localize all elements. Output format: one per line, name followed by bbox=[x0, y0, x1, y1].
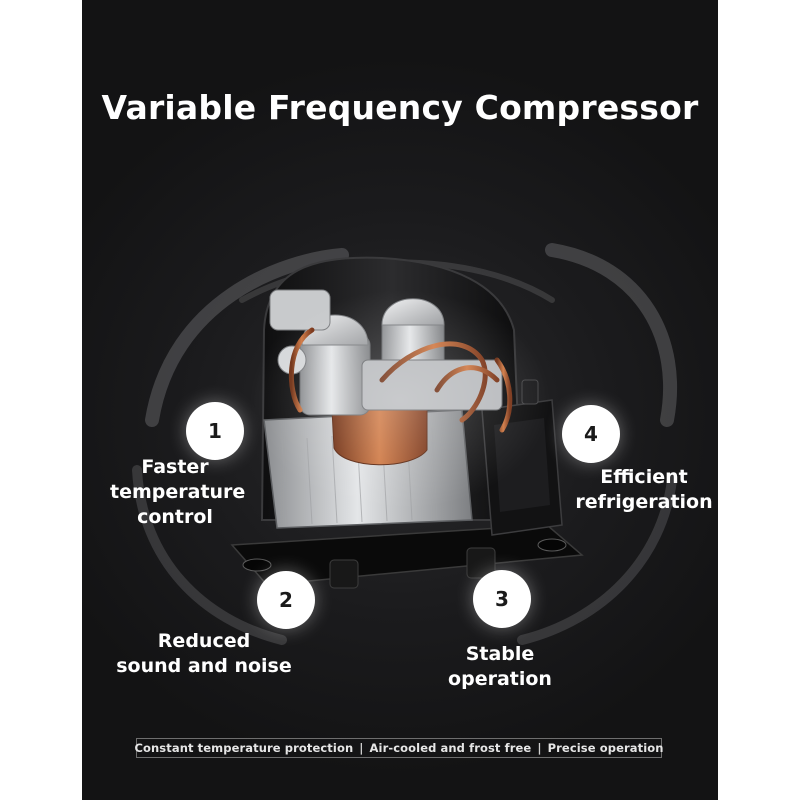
feature-label-3: Stable operation bbox=[448, 643, 552, 690]
bottom-item-1: Constant temperature protection bbox=[134, 741, 354, 755]
feature-badge-4: 4 bbox=[562, 405, 620, 463]
center-glow bbox=[250, 290, 550, 510]
page-title: Variable Frequency Compressor bbox=[101, 88, 699, 127]
compressor-illustration bbox=[132, 243, 678, 645]
feature-badge-3: 3 bbox=[473, 570, 531, 628]
mounting-base bbox=[230, 524, 584, 589]
feature-badge-2: 2 bbox=[257, 571, 315, 629]
swirl-arcs bbox=[132, 243, 678, 645]
feature-badge-1: 1 bbox=[186, 402, 244, 460]
feature-label-1: Faster temperature control bbox=[110, 456, 246, 528]
bottom-separator-2: | bbox=[537, 741, 542, 755]
bottom-separator-1: | bbox=[359, 741, 364, 755]
feature-label-2: Reduced sound and noise bbox=[116, 630, 292, 677]
bottom-feature-bar: Constant temperature protection | Air-co… bbox=[134, 738, 664, 758]
bottom-item-3: Precise operation bbox=[547, 741, 664, 755]
bottom-item-2: Air-cooled and frost free bbox=[369, 741, 532, 755]
feature-label-4: Efficient refrigeration bbox=[575, 466, 713, 513]
